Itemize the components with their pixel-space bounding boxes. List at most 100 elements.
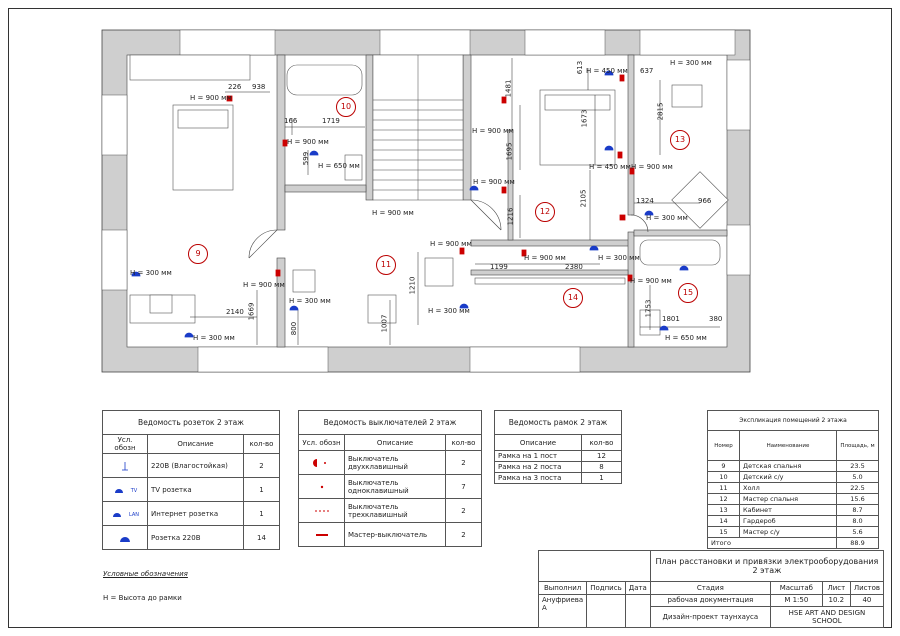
- window-top-far: [639, 29, 736, 56]
- height-label: H = 900 мм: [473, 178, 515, 186]
- socket-desc: TV розетка: [147, 477, 244, 502]
- dim-1673: 1673: [580, 109, 589, 128]
- frames-table: Ведомость рамок 2 этаж Описание кол-во Р…: [494, 410, 622, 484]
- room-name: Кабинет: [739, 504, 837, 516]
- dim-1481: 1481: [504, 79, 513, 98]
- interior-walls: [276, 54, 728, 348]
- height-label: H = 900 мм: [372, 209, 414, 217]
- dim-1695: 1695: [505, 142, 514, 161]
- room-number-15: 15: [678, 283, 698, 303]
- height-label: H = 900 мм: [190, 94, 232, 102]
- dim-1753: 1753: [644, 299, 653, 318]
- school-name: HSE ART AND DESIGN SCHOOL: [769, 605, 885, 629]
- height-label: H = 450 мм: [589, 163, 631, 171]
- title-block-title: План расстановки и привязки электрообору…: [649, 549, 885, 583]
- dim-226: 226: [228, 83, 242, 91]
- switch-triple-icon: [313, 506, 331, 516]
- room-area: 15.6: [836, 493, 879, 505]
- dim-1324: 1324: [636, 197, 654, 205]
- dim-2140: 2140: [226, 308, 244, 316]
- author-name: Ануфриева А: [537, 593, 588, 628]
- socket-desc: Розетка 220В: [147, 525, 244, 550]
- socket-desc: Интернет розетка: [147, 501, 244, 526]
- socket-220-icon: [116, 533, 134, 543]
- socket-qty: 2: [243, 453, 280, 478]
- room-name: Детская спальня: [739, 460, 837, 472]
- room-number-12: 12: [535, 202, 555, 222]
- frame-qty: 1: [581, 472, 622, 484]
- sheet-frame: [8, 8, 892, 628]
- window-right-2: [726, 224, 751, 276]
- switch-qty: 7: [445, 474, 482, 499]
- explication-table: Экспликация помещений 2 этажа Номер Наим…: [707, 410, 879, 549]
- window-bottom-2: [469, 346, 581, 373]
- table-row: 220В (Влагостойкая) 2: [102, 453, 280, 478]
- switches-table: Ведомость выключателей 2 этаж Усл. обозн…: [298, 410, 482, 547]
- dim-1669: 1669: [247, 302, 256, 321]
- col-header: Площадь, м: [836, 430, 879, 461]
- scale-label: Масштаб: [769, 581, 823, 595]
- switch-desc: Выключатель одноклавишный: [344, 474, 446, 499]
- sheets-value: 40: [849, 593, 885, 607]
- dim-380: 380: [709, 315, 723, 323]
- total-area: 88.9: [836, 537, 879, 549]
- height-label: H = 300 мм: [289, 297, 331, 305]
- doors: [248, 199, 649, 259]
- window-bottom-1: [197, 346, 329, 373]
- height-label: H = 650 мм: [665, 334, 707, 342]
- socket-qty: 14: [243, 525, 280, 550]
- dim-637: 637: [640, 67, 654, 75]
- dim-613: 613: [576, 60, 585, 75]
- window-left: [101, 229, 128, 291]
- room-area: 8.0: [836, 515, 879, 527]
- col-header: Номер: [707, 430, 740, 461]
- room-area: 23.5: [836, 460, 879, 472]
- height-label: H = 300 мм: [646, 214, 688, 222]
- switch-desc: Выключатель двухклавишный: [344, 450, 446, 475]
- switch-desc: Мастер-выключатель: [344, 522, 446, 547]
- sheets-label: Листов: [849, 581, 885, 595]
- table-row: Мастер-выключатель 2: [298, 522, 482, 547]
- table-row: Выключатель трехклавишный 2: [298, 498, 482, 523]
- room-name: Холл: [739, 482, 837, 494]
- switches-title: Ведомость выключателей 2 этаж: [298, 410, 482, 435]
- lan-socket-text: LAN: [128, 511, 140, 518]
- performed-label: Выполнил: [537, 581, 588, 595]
- dim-800: 800: [290, 321, 299, 336]
- table-row: Рамка на 2 поста 8: [494, 461, 622, 473]
- dim-599: 599: [302, 151, 311, 166]
- col-header: Усл. обозн: [298, 434, 345, 451]
- scale-value: М 1:50: [769, 593, 823, 607]
- window-right-1: [726, 59, 751, 131]
- legend-heading: Условные обозначения: [103, 570, 188, 578]
- dim-1216: 1216: [506, 207, 515, 226]
- table-row: TV TV розетка 1: [102, 477, 280, 502]
- col-header: кол-во: [243, 434, 280, 454]
- height-label: H = 300 мм: [130, 269, 172, 277]
- room-name: Гардероб: [739, 515, 837, 527]
- height-label: H = 900 мм: [524, 254, 566, 262]
- col-header: Описание: [147, 434, 244, 454]
- date-label: Дата: [624, 581, 651, 595]
- col-header: кол-во: [581, 434, 622, 451]
- table-row: Выключатель двухклавишный 2: [298, 450, 482, 475]
- room-number-10: 10: [336, 97, 356, 117]
- switch-qty: 2: [445, 450, 482, 475]
- height-label: H = 900 мм: [243, 281, 285, 289]
- height-label: H = 300 мм: [428, 307, 470, 315]
- table-row: Розетка 220В 14: [102, 525, 280, 550]
- room-num: 12: [707, 493, 740, 505]
- room-number-14: 14: [563, 288, 583, 308]
- sheet-value: 10.2: [821, 593, 851, 607]
- dim-938: 938: [252, 83, 266, 91]
- room-area: 22.5: [836, 482, 879, 494]
- room-area: 5.6: [836, 526, 879, 538]
- switch-qty: 2: [445, 498, 482, 523]
- height-label: H = 650 мм: [318, 162, 360, 170]
